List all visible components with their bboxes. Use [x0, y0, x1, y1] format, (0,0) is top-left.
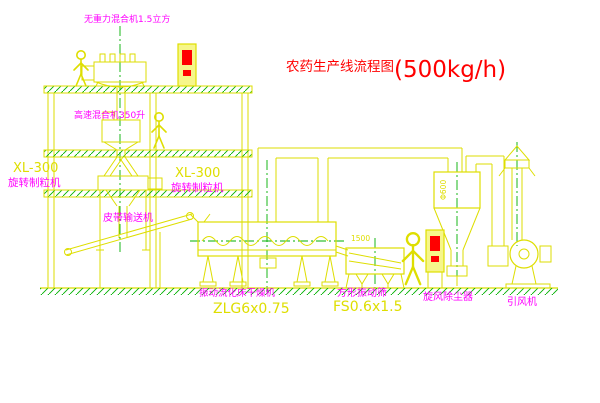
- label-dryer-model: ZLG6x0.75: [213, 301, 290, 317]
- label-cyclone: 旋风除尘器: [423, 290, 473, 303]
- title-capacity: (500kg/h): [394, 57, 506, 83]
- control-cabinet-ground: [425, 229, 445, 288]
- label-screen-model: FS0.6x1.5: [333, 299, 403, 315]
- label-belt-conveyor: 皮带输送机: [103, 211, 153, 224]
- title-text: 农药生产线流程图: [286, 59, 394, 75]
- induced-draft-fan: [487, 239, 552, 289]
- centerlines: [119, 26, 518, 292]
- control-cabinet-roof: [177, 43, 197, 87]
- exhaust-stack: [498, 145, 536, 240]
- label-fan: 引风机: [507, 295, 537, 308]
- worker-figure-floor2: [151, 112, 167, 149]
- drawing-title: 农药生产线流程图 (500kg/h): [286, 57, 506, 83]
- fluidized-bed-dryer: [197, 221, 339, 287]
- ground-line: [40, 287, 558, 295]
- label-granulator-name-left: 旋转制粒机: [8, 176, 61, 189]
- label-granulator-model-mid: XL-300: [175, 166, 220, 181]
- label-gravity-free-mixer: 无重力混合机1.5立方: [84, 13, 170, 25]
- cyclone-separator: [433, 155, 505, 286]
- dimension-duct-diameter: Φ600: [439, 180, 448, 200]
- label-dryer-name: 振动流化床干燥机: [199, 287, 276, 299]
- label-high-speed-mixer: 高速混合机350升: [74, 109, 145, 121]
- exhaust-duct: [257, 147, 463, 222]
- worker-figure-ground: [401, 232, 425, 286]
- rotary-granulator: [96, 175, 163, 251]
- label-granulator-model-left: XL-300: [13, 161, 58, 176]
- label-screen-name: 方形振动筛: [337, 286, 387, 299]
- label-granulator-name-mid: 旋转制粒机: [171, 181, 224, 194]
- high-speed-mixer: [101, 111, 141, 177]
- belt-conveyor: [64, 212, 211, 288]
- building-frame: [43, 85, 253, 289]
- square-vibrating-screen: [335, 245, 405, 289]
- gravity-free-mixer: [81, 53, 147, 120]
- worker-figure-roof: [73, 49, 89, 87]
- dimension-chute: 1500: [351, 234, 370, 243]
